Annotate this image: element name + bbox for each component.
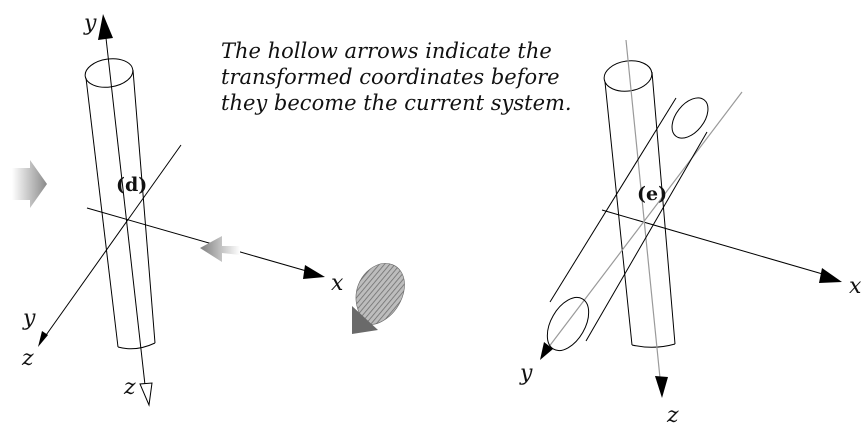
panel-e-vertical-axis-line xyxy=(625,39,661,379)
panel-d-x-axis-line xyxy=(86,207,311,273)
panel-d-label: (d) xyxy=(116,174,147,196)
panel-e-diagonal-axis-line xyxy=(547,91,743,349)
panel-e-x-label: x xyxy=(849,274,862,299)
panel-d-incoming-arrow xyxy=(12,160,47,208)
panel-e-x-arrowhead xyxy=(819,268,842,283)
panel-d-vertical-axis-line xyxy=(105,37,146,386)
panel-e-y-arrowhead xyxy=(540,342,553,360)
panel-d-translate-arrow xyxy=(200,236,240,262)
panel-d-diagonal-arrowhead xyxy=(38,331,48,347)
panel-e-label: (e) xyxy=(637,183,667,205)
panel-e-x-axis-line xyxy=(601,209,827,276)
panel-d-x-arrowhead xyxy=(303,265,325,279)
caption-line-3: they become the current system. xyxy=(221,91,572,115)
panel-e-z-label: z xyxy=(666,403,679,423)
panel-d: y x y z z (d) xyxy=(12,11,405,407)
panel-d-y-bottom-label: y xyxy=(22,306,36,331)
panel-e-y-label: y xyxy=(519,361,533,386)
panel-e-z-arrowhead xyxy=(655,376,668,398)
panel-d-z-hollow-arrowhead xyxy=(139,382,153,407)
caption: The hollow arrows indicate the transform… xyxy=(221,38,581,116)
panel-d-z-left-label: z xyxy=(21,346,34,371)
panel-d-cylinder xyxy=(84,58,156,350)
panel-d-y-arrowhead xyxy=(98,14,113,40)
panel-d-y-top-label: y xyxy=(83,11,97,36)
caption-line-2: transformed coordinates before xyxy=(221,65,560,89)
panel-d-z-bottom-label: z xyxy=(123,375,136,400)
panel-d-rotation-arrow xyxy=(352,263,405,334)
caption-line-1: The hollow arrows indicate the xyxy=(221,39,552,63)
panel-e: x y z (e) xyxy=(519,39,862,423)
panel-d-x-label: x xyxy=(331,271,344,296)
panel-d-diagonal-axis-line xyxy=(43,144,182,339)
panel-e-diagonal-cylinder xyxy=(546,97,709,352)
